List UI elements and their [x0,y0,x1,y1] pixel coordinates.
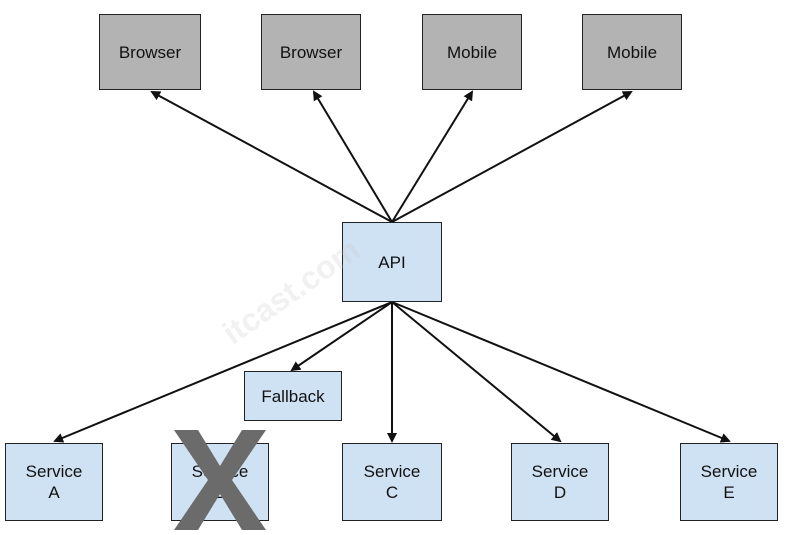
service-label-line1: Service [363,462,421,481]
client-browser-2: Browser [261,14,361,90]
edge-api-browser-1 [150,91,393,223]
service-e-node: Service E [680,443,778,521]
client-mobile-2: Mobile [582,14,682,90]
edge-api-mobile-2 [391,91,633,223]
edge-api-service-e [391,301,731,443]
service-d-node: Service D [511,443,609,521]
client-label: Mobile [606,42,658,62]
fallback-label: Fallback [261,386,325,406]
edge-api-mobile-1 [391,90,474,223]
service-label-line1: Service [700,462,758,481]
edge-api-browser-2 [312,90,393,223]
edge-api-service-d [391,301,562,443]
service-label-line2: D [553,483,567,502]
edge-api-fallback [290,301,393,372]
client-label: Browser [279,42,343,62]
service-label-line2: A [48,483,60,502]
service-label-line1: Service [25,462,83,481]
failed-x-icon [174,430,266,530]
client-browser-1: Browser [99,14,201,90]
api-label: API [378,252,406,272]
client-label: Mobile [446,42,498,62]
service-a-node: Service A [5,443,103,521]
service-c-node: Service C [342,443,442,521]
service-label-line2: E [723,483,735,502]
client-label: Browser [118,42,182,62]
client-mobile-1: Mobile [422,14,522,90]
service-label-line1: Service [531,462,589,481]
fallback-node: Fallback [244,371,342,421]
service-label-line2: C [385,483,399,502]
edge-api-service-a [53,301,393,443]
api-node: API [342,222,442,302]
